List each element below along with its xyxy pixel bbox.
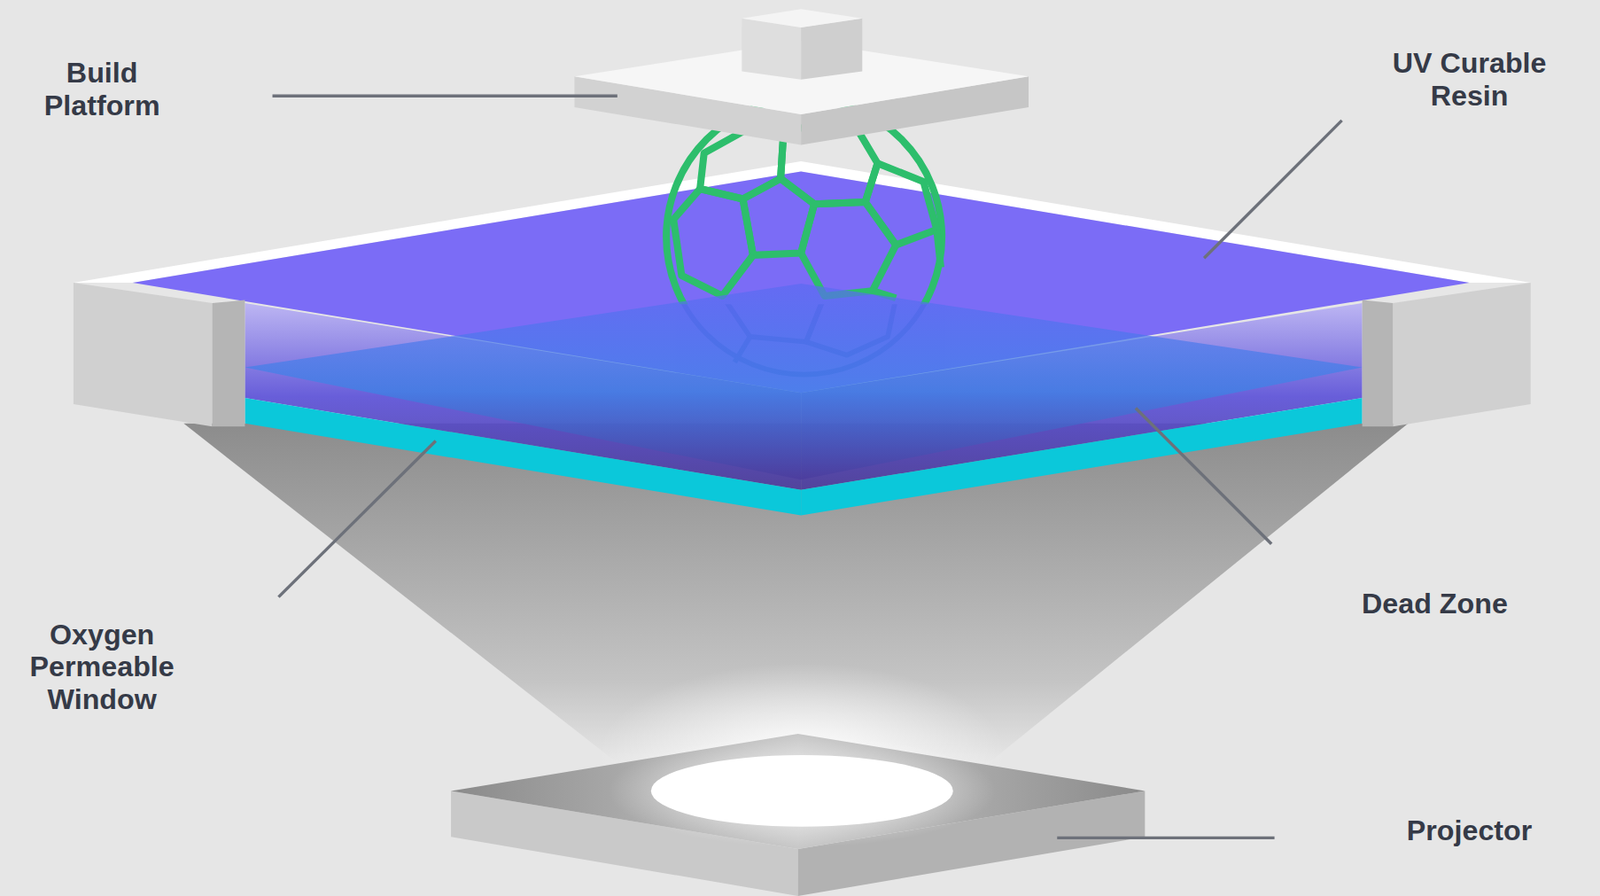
oxygen-permeable-window xyxy=(244,397,801,515)
part-label: Oxygen Permeable Window xyxy=(5,618,200,717)
part-label: Build Platform xyxy=(10,56,195,123)
oxygen-permeable-window xyxy=(244,397,1362,515)
soccer-ball xyxy=(722,255,754,296)
leader-line xyxy=(1203,120,1342,258)
oxygen-permeable-window xyxy=(800,397,1362,515)
leader-line xyxy=(272,95,1343,838)
build-platform xyxy=(800,18,863,80)
vat-posts xyxy=(73,282,213,427)
part-label: Dead Zone xyxy=(1322,587,1547,621)
resin-front xyxy=(244,283,1362,490)
light-cone xyxy=(598,662,1007,847)
vat-posts xyxy=(73,282,1531,427)
projector xyxy=(450,733,1145,896)
vat-posts xyxy=(1362,300,1394,428)
build-platform xyxy=(741,18,801,80)
leader-line xyxy=(1135,408,1272,544)
soccer-ball xyxy=(936,229,941,268)
projector xyxy=(651,754,954,827)
part-label: UV Curable Resin xyxy=(1366,46,1571,113)
build-platform xyxy=(741,8,863,28)
vat-posts xyxy=(1392,282,1531,427)
leader-line xyxy=(278,440,435,597)
vat-posts xyxy=(212,300,246,428)
part-label: Projector xyxy=(1366,814,1571,847)
soccer-ball xyxy=(800,201,896,296)
projector xyxy=(607,734,996,847)
projector xyxy=(450,733,1145,849)
build-platform xyxy=(574,8,1029,145)
leader-line xyxy=(1056,836,1274,839)
soccer-ball xyxy=(673,188,754,296)
leader-line xyxy=(272,94,618,98)
